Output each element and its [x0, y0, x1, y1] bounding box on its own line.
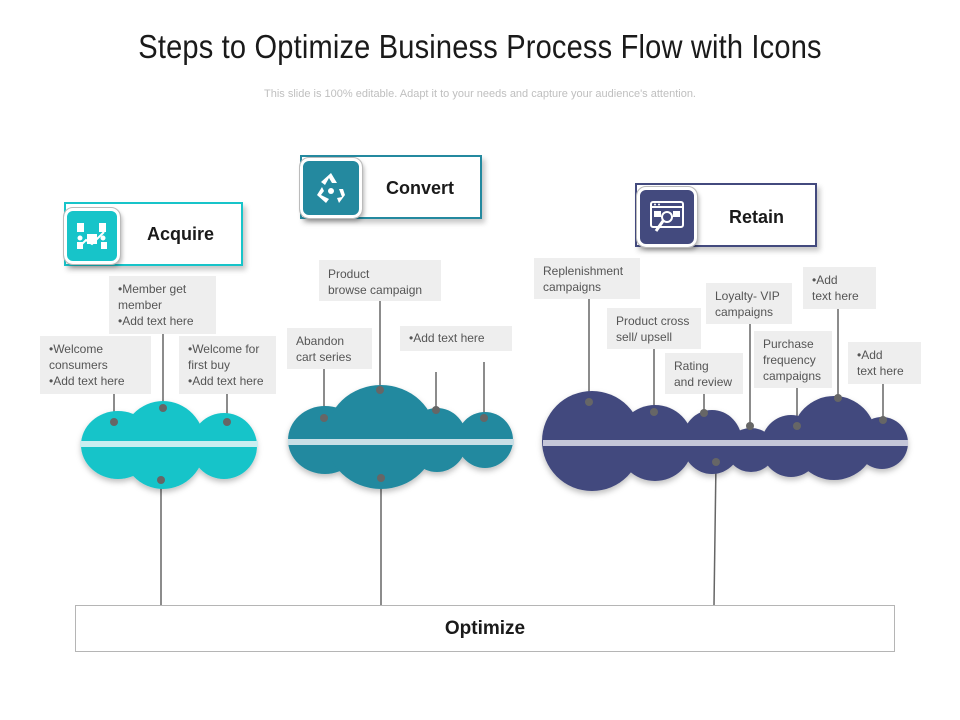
note-convert-add-text: •Add text here [400, 326, 512, 351]
retain-label: Retain [729, 207, 785, 227]
note-loyalty-vip: Loyalty- VIP campaigns [706, 283, 792, 324]
note-welcome-first-buy: •Welcome for first buy •Add text here [179, 336, 276, 394]
slide-subtitle: This slide is 100% editable. Adapt it to… [264, 88, 696, 100]
acquire-label: Acquire [147, 224, 215, 244]
optimize-label: Optimize [444, 617, 526, 639]
note-product-browse: Product browse campaign [319, 260, 441, 301]
analytics-icon [63, 207, 121, 265]
note-abandon-cart: Abandon cart series [287, 328, 372, 369]
search-icon [636, 186, 698, 248]
retain-cloud-band [543, 440, 908, 446]
note-replenishment: Replenishment campaigns [534, 258, 640, 299]
note-retain-add-text-2: •Add text here [848, 342, 921, 384]
connector-lines [113, 298, 884, 606]
note-retain-add-text-1: •Add text here [803, 267, 876, 309]
convert-cloud [288, 385, 513, 489]
note-welcome-consumers: •Welcome consumers •Add text here [40, 336, 151, 394]
optimize-box: Optimize [75, 605, 895, 652]
note-purchase-frequency: Purchase frequency campaigns [754, 331, 832, 388]
acquire-cloud-band [80, 441, 258, 447]
recycle-icon [299, 157, 363, 219]
slide-title: Steps to Optimize Business Process Flow … [138, 28, 822, 65]
note-cross-sell: Product cross sell/ upsell [607, 308, 701, 349]
connector-dots [110, 386, 887, 484]
convert-cloud-band [288, 439, 514, 445]
note-rating-review: Rating and review [665, 353, 743, 394]
note-member-get: •Member get member •Add text here [109, 276, 216, 334]
convert-label: Convert [386, 178, 455, 198]
